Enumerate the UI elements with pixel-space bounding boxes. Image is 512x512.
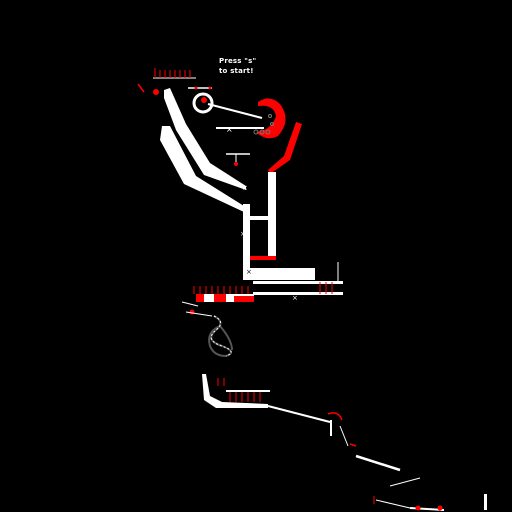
lower-ramp <box>202 374 487 511</box>
red-scoop <box>253 98 302 174</box>
start-prompt: Press "s" to start! <box>219 56 256 76</box>
start-prompt-line-2: to start! <box>219 67 254 75</box>
upper-ramp <box>137 68 246 212</box>
svg-text:×: × <box>226 125 233 134</box>
vertical-shaft: × × × <box>240 172 276 270</box>
svg-text:×: × <box>240 230 246 238</box>
middle-platform: × × × <box>243 262 343 302</box>
svg-text:×: × <box>268 220 276 231</box>
spiral-chain <box>208 315 233 358</box>
start-prompt-line-1: Press "s" <box>219 57 257 65</box>
svg-text:×: × <box>292 294 298 302</box>
svg-text:×: × <box>246 268 252 276</box>
ball <box>153 89 159 95</box>
lever-wheel: × <box>192 92 264 134</box>
small-station <box>226 153 250 166</box>
svg-text:×: × <box>242 184 248 192</box>
domino-row <box>181 286 254 317</box>
svg-text:×: × <box>296 275 301 282</box>
